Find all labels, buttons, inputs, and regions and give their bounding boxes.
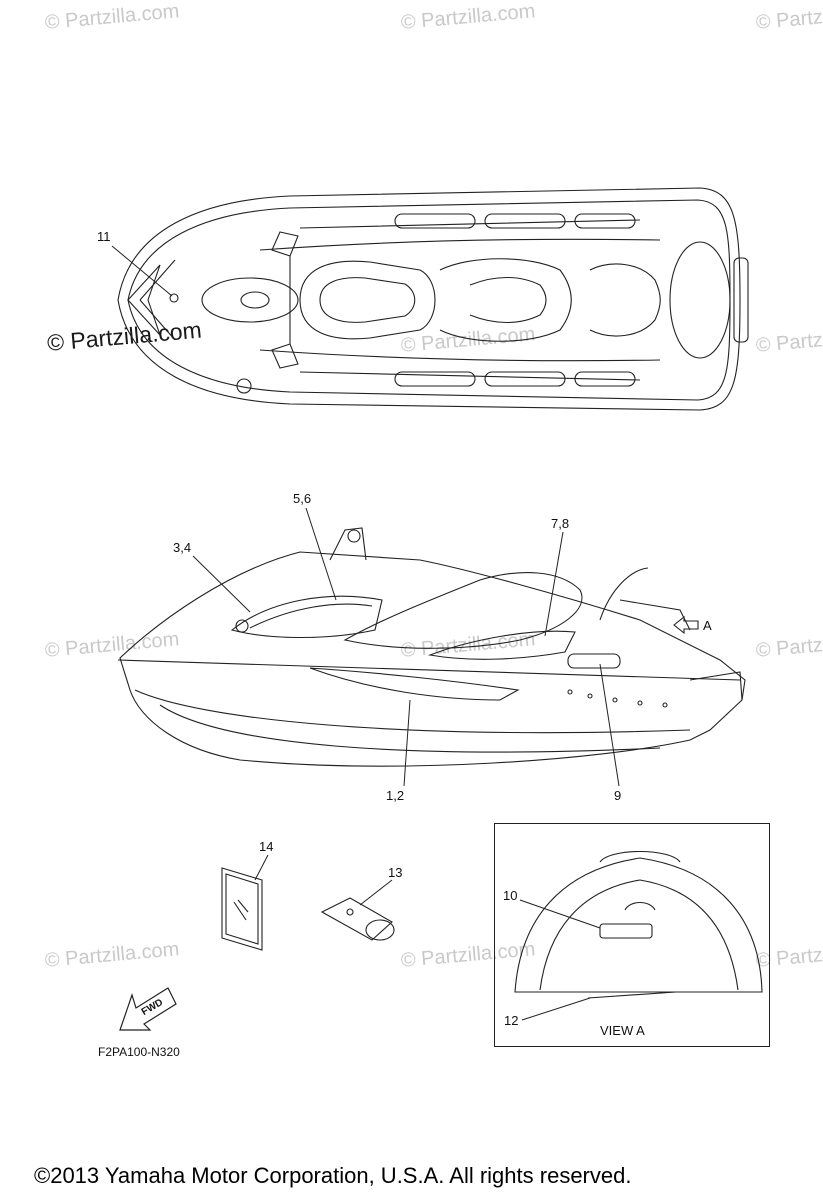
callout-12: 12 bbox=[504, 1013, 519, 1028]
view-a-box bbox=[494, 823, 770, 1047]
side-view-hull bbox=[117, 527, 746, 767]
view-a-arrow bbox=[673, 615, 699, 635]
callout-14: 14 bbox=[259, 839, 274, 854]
callout-1-2: 1,2 bbox=[386, 788, 405, 803]
copyright: ©2013 Yamaha Motor Corporation, U.S.A. A… bbox=[34, 1163, 632, 1188]
leader-lines bbox=[192, 507, 620, 1021]
film-sheet-icon bbox=[221, 867, 263, 951]
view-a-label: VIEW A bbox=[600, 1023, 645, 1038]
pouch-icon bbox=[320, 897, 395, 941]
callout-10: 10 bbox=[503, 888, 518, 903]
callout-5-6: 5,6 bbox=[293, 491, 312, 506]
fwd-arrow-icon bbox=[119, 987, 177, 1031]
callout-3-4: 3,4 bbox=[173, 540, 192, 555]
callout-11: 11 bbox=[97, 229, 111, 244]
top-view-hull bbox=[117, 187, 749, 411]
callout-7-8: 7,8 bbox=[551, 516, 570, 531]
callout-view-a: A bbox=[703, 618, 712, 633]
view-a-stern bbox=[514, 850, 763, 999]
callout-9: 9 bbox=[614, 788, 622, 803]
callout-13: 13 bbox=[388, 865, 403, 880]
drawing-code: F2PA100-N320 bbox=[98, 1045, 180, 1059]
